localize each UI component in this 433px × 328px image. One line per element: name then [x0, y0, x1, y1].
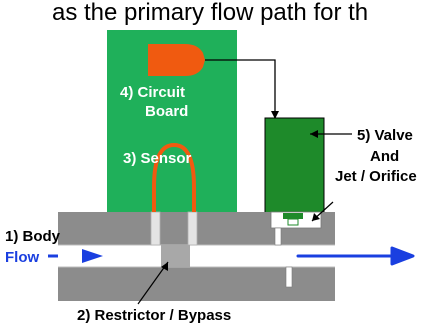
- label-valve-1: 5) Valve: [357, 127, 413, 144]
- body-lower: [58, 267, 335, 301]
- label-circuit-2: Board: [145, 103, 188, 120]
- sensor-tube-right: [187, 211, 198, 246]
- sensor-loop: [152, 142, 196, 212]
- board-connector: [148, 44, 205, 76]
- label-body: 1) Body: [5, 228, 61, 245]
- flow-out-arrow: [296, 246, 415, 266]
- restrictor-leader: [137, 261, 169, 305]
- sensor-tube-left: [150, 211, 161, 246]
- signal-line: [205, 59, 279, 119]
- flow-in-arrow: [58, 249, 103, 263]
- label-sensor: 3) Sensor: [123, 150, 192, 167]
- label-valve-2: And: [370, 148, 399, 165]
- label-restrictor: 2) Restrictor / Bypass: [77, 307, 231, 324]
- label-flow: Flow: [5, 249, 39, 266]
- label-valve-3: Jet / Orifice: [335, 168, 417, 185]
- restrictor: [161, 245, 190, 267]
- valve-orifice-assembly: [270, 211, 322, 288]
- flow-channel: [58, 245, 335, 267]
- top-caption: as the primary flow path for th: [52, 0, 368, 26]
- label-circuit-1: 4) Circuit: [120, 84, 185, 101]
